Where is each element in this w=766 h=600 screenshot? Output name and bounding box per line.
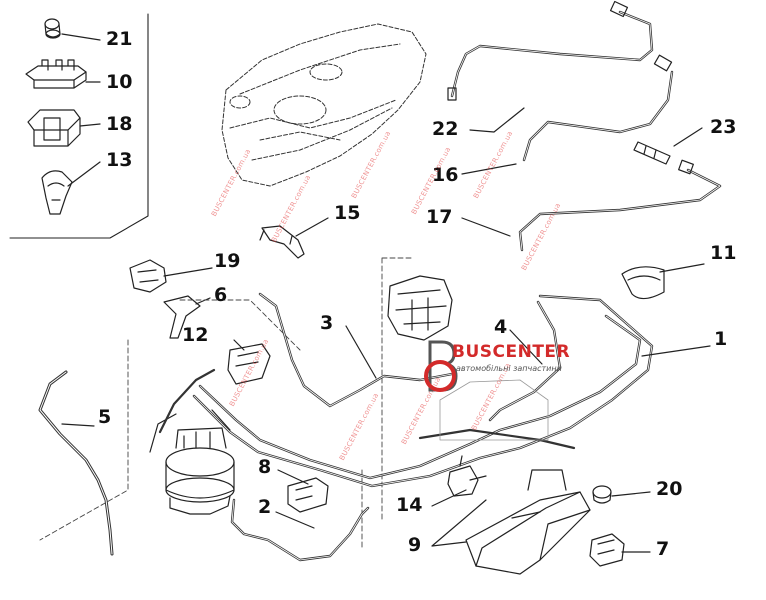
leader-5 xyxy=(61,423,95,427)
part-19-clip xyxy=(129,259,167,293)
leader-12 xyxy=(233,339,245,351)
part-7-clip xyxy=(589,533,625,567)
callout-14: 14 xyxy=(396,494,423,516)
pipe-2 xyxy=(230,498,370,562)
part-20-grommet xyxy=(592,485,612,504)
leader-3 xyxy=(345,325,377,379)
pipe-22 xyxy=(450,10,654,98)
part-15-bracket xyxy=(259,225,305,259)
callout-7: 7 xyxy=(656,538,670,560)
callout-11: 11 xyxy=(710,242,737,264)
callout-10: 10 xyxy=(106,71,133,93)
vehicle-outline xyxy=(439,379,549,441)
fuel-tank xyxy=(221,23,427,187)
callout-4: 4 xyxy=(494,316,508,338)
leader-19 xyxy=(163,267,213,277)
part-9-canister xyxy=(465,469,591,575)
leader-16 xyxy=(461,163,517,175)
leader-1 xyxy=(641,345,711,357)
callout-2: 2 xyxy=(258,496,272,518)
callout-15: 15 xyxy=(334,202,361,224)
leader-17 xyxy=(461,217,511,237)
callout-8: 8 xyxy=(258,456,272,478)
leader-9 xyxy=(431,499,487,547)
part-18-bracket xyxy=(27,109,81,147)
leader-20 xyxy=(611,491,651,497)
callout-12: 12 xyxy=(182,324,209,346)
callout-21: 21 xyxy=(106,28,133,50)
pipe-bundle-1c xyxy=(158,368,576,450)
callout-6: 6 xyxy=(214,284,228,306)
leader-4 xyxy=(509,329,543,365)
leader-13 xyxy=(67,161,101,187)
pipe-16-fitting xyxy=(653,54,673,72)
leader-15 xyxy=(295,217,329,237)
part-8-clip xyxy=(287,477,329,513)
logo-b-mark xyxy=(424,340,458,392)
leader-14 xyxy=(431,489,467,507)
part-11-clamp xyxy=(621,266,665,300)
part-12-clip xyxy=(227,343,271,385)
part-10-clip xyxy=(25,59,87,89)
callout-16: 16 xyxy=(432,164,459,186)
buscenter-logo: BUSCENTER автомобільні запчастини xyxy=(420,336,570,406)
callout-3: 3 xyxy=(320,312,334,334)
part-6-bracket xyxy=(163,295,201,339)
part-23-connector xyxy=(633,141,671,165)
callout-1: 1 xyxy=(714,328,728,350)
callout-20: 20 xyxy=(656,478,683,500)
dashed-frame-left xyxy=(39,339,129,541)
part-13-clip xyxy=(41,170,73,215)
leader-11 xyxy=(659,263,705,273)
part-21-grommet xyxy=(44,18,61,39)
logo-text: BUSCENTER xyxy=(452,342,571,362)
hose-5 xyxy=(38,370,114,556)
callout-9: 9 xyxy=(408,534,422,556)
valve-assembly xyxy=(387,275,453,341)
logo-tagline: автомобільні запчастини xyxy=(456,364,562,373)
callout-18: 18 xyxy=(106,113,133,135)
leader-23 xyxy=(673,127,703,147)
callout-23: 23 xyxy=(710,116,737,138)
pipe-22-fitting-a xyxy=(609,0,629,18)
callout-13: 13 xyxy=(106,149,133,171)
leader-22 xyxy=(469,107,525,133)
leader-2 xyxy=(275,511,315,529)
callout-17: 17 xyxy=(426,206,453,228)
callout-19: 19 xyxy=(214,250,241,272)
fuel-pump-module xyxy=(149,409,235,515)
leader-18 xyxy=(79,123,101,127)
pipe-22-fitting-b xyxy=(447,87,457,101)
callout-22: 22 xyxy=(432,118,459,140)
pipe-17-fitting xyxy=(678,159,694,175)
leader-8 xyxy=(277,469,309,485)
leader-6 xyxy=(195,297,211,305)
callout-5: 5 xyxy=(98,406,112,428)
small-parts-frame xyxy=(9,13,149,239)
part-14-valve xyxy=(447,455,487,497)
leader-21 xyxy=(61,33,101,41)
